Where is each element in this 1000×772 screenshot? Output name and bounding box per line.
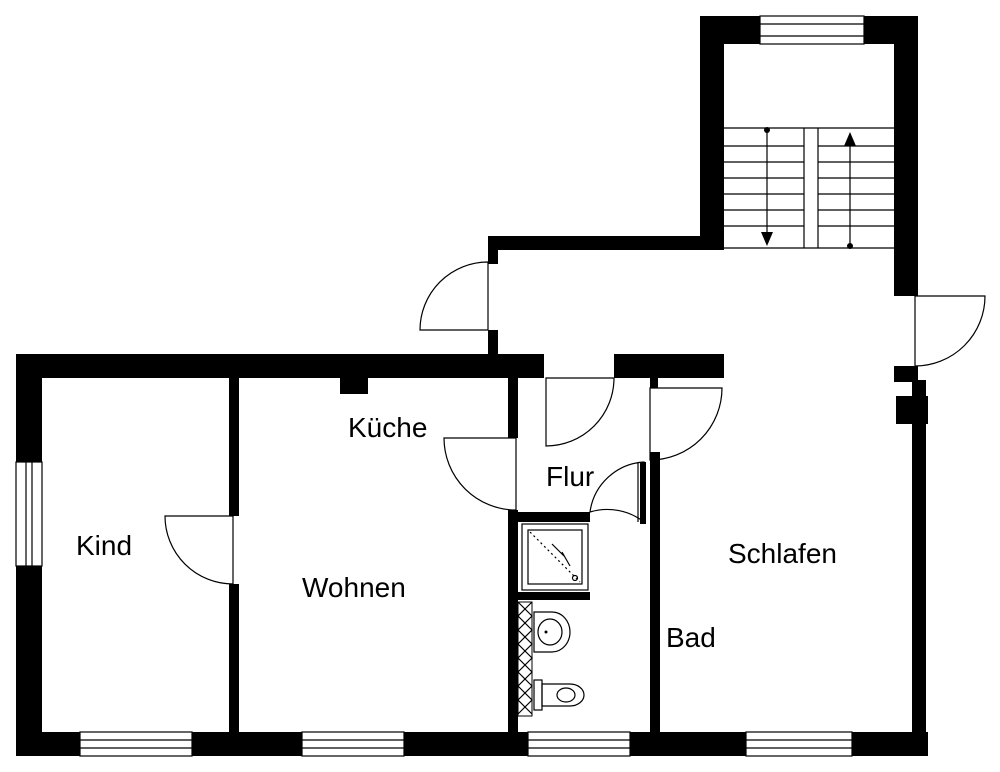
bottom-wall-2 (192, 732, 302, 756)
shower-tray (521, 523, 589, 591)
wall-flur-post (650, 376, 658, 388)
bottom-wall-5 (852, 732, 928, 756)
wall-bad-schlafen (650, 452, 660, 734)
tiled-wall (517, 601, 533, 717)
stair-wall-left (700, 16, 724, 250)
stair-wall-top-left (700, 16, 760, 44)
wall-kind-wohnen-lower (229, 584, 239, 734)
main-wall-top-right (614, 354, 724, 378)
wall-bad-post (640, 462, 646, 524)
corridor-wall-left-bottom (488, 330, 498, 354)
bathroom-fixtures (517, 512, 590, 717)
main-wall-left-bottom (16, 566, 42, 756)
main-wall-top-left (16, 354, 544, 378)
wall-wohnen-flur-upper (508, 378, 518, 438)
flur-door-upper (545, 377, 615, 447)
stair-wall-right (894, 16, 918, 296)
walls (16, 16, 928, 756)
bottom-wall-3 (404, 732, 528, 756)
main-wall-left-top (16, 354, 42, 462)
corridor-wall-top (488, 236, 724, 250)
toilet-bowl (541, 683, 585, 707)
corridor-wall-left-top (488, 236, 498, 264)
windows (15, 15, 865, 757)
entry-door-left (419, 261, 489, 331)
bad-door (589, 461, 645, 524)
room-labels: Küche Flur Kind Wohnen Schlafen Bad (76, 412, 837, 653)
right-wall-notch (896, 396, 928, 424)
kind-door (164, 515, 234, 585)
bottom-wall-1 (16, 732, 80, 756)
wall-wohnen-flur-lower (508, 510, 518, 734)
schlafen-door (649, 387, 723, 461)
washbasin (533, 611, 571, 653)
label-wohnen: Wohnen (302, 572, 406, 603)
kueche-chimney (340, 376, 368, 394)
entry-door-right (914, 295, 986, 367)
label-kueche: Küche (348, 412, 427, 443)
main-wall-right (912, 380, 926, 756)
label-bad: Bad (666, 622, 716, 653)
wall-kind-wohnen-upper (229, 378, 239, 516)
door-swings (164, 261, 986, 585)
label-flur: Flur (546, 461, 594, 492)
stair-wall-top-right (864, 16, 918, 44)
label-kind: Kind (76, 530, 132, 561)
kueche-door (443, 437, 517, 511)
toilet-tank (533, 679, 543, 711)
main-wall-top-far-right (894, 366, 918, 382)
bottom-wall-4 (630, 732, 746, 756)
staircase (724, 127, 894, 249)
label-schlafen: Schlafen (728, 538, 837, 569)
